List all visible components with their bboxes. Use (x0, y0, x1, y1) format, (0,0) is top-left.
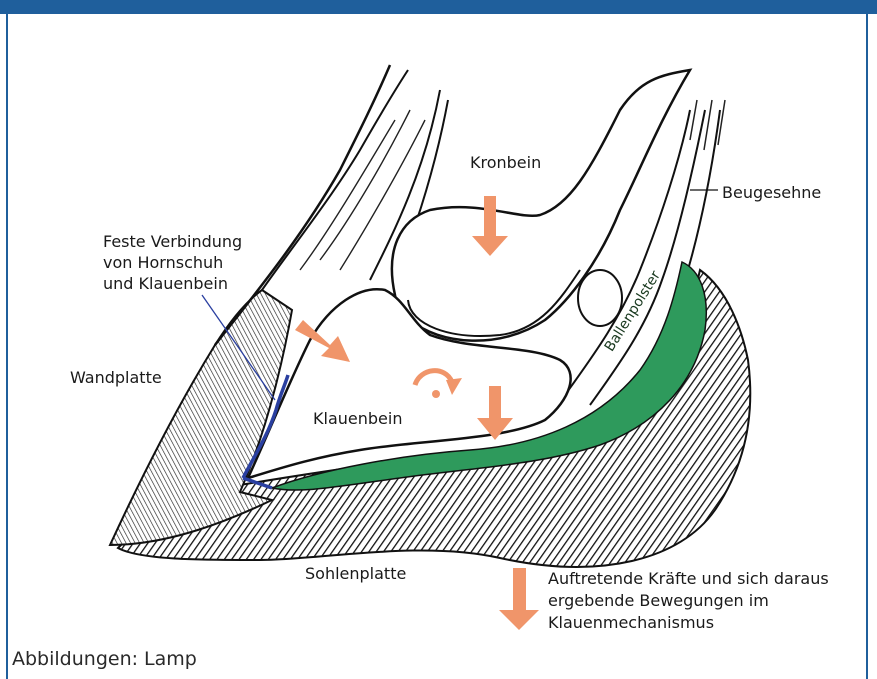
label-feste-verbindung-3: und Klauenbein (103, 273, 228, 294)
legend-line-1: Auftretende Kräfte und sich daraus (548, 568, 829, 589)
label-klauenbein: Klauenbein (313, 408, 402, 429)
label-feste-verbindung-2: von Hornschuh (103, 252, 223, 273)
label-wandplatte: Wandplatte (70, 367, 162, 388)
rotation-center (432, 390, 440, 398)
label-sohlenplatte: Sohlenplatte (305, 563, 406, 584)
label-kronbein: Kronbein (470, 152, 541, 173)
label-feste-verbindung-1: Feste Verbindung (103, 231, 242, 252)
navicular-bone (578, 270, 622, 326)
label-beugesehne: Beugesehne (722, 182, 821, 203)
arrow-legend (499, 568, 539, 630)
legend-line-3: Klauenmechanismus (548, 612, 714, 633)
image-credit: Abbildungen: Lamp (12, 648, 197, 670)
legend-line-2: ergebende Bewegungen im (548, 590, 769, 611)
tendon-fibers (690, 100, 725, 150)
